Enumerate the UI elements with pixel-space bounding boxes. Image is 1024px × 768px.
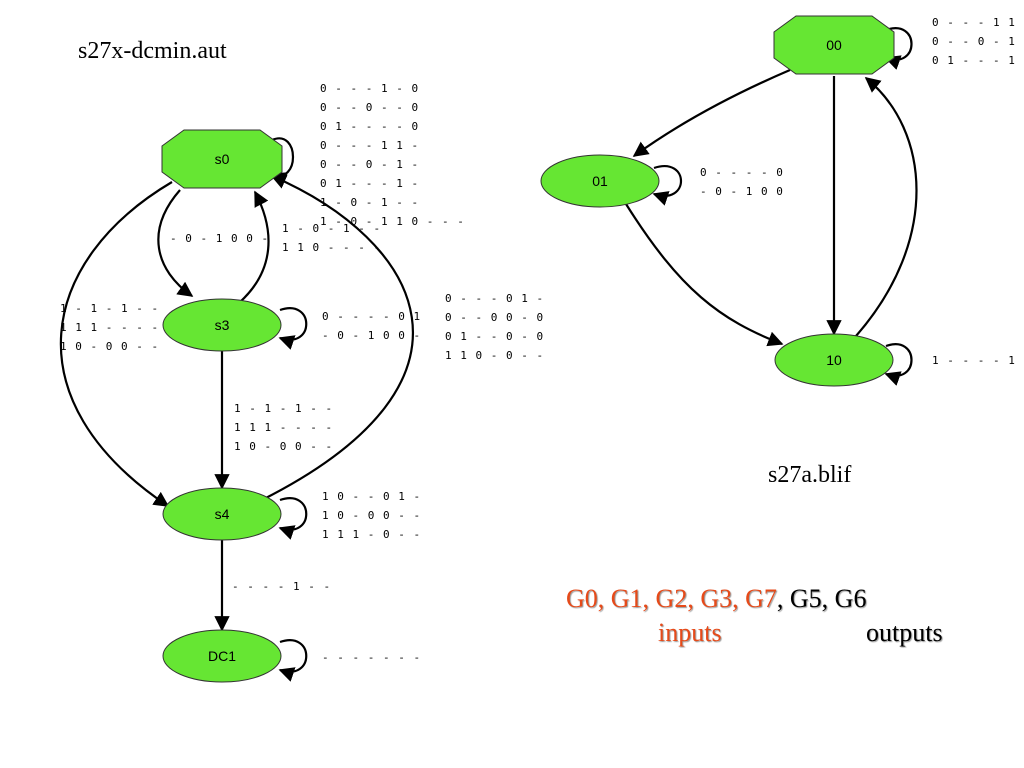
edge-s4-s0	[261, 174, 414, 501]
node-dc1-label: DC1	[208, 648, 236, 664]
edge-00-self	[884, 27, 913, 70]
label-s4-s0: 0 - - - 0 1 - 0 - - 0 0 - 0 0 1 - - 0 - 0 1…	[445, 292, 544, 362]
label-01-self-line: - 0 - 1 0 0	[700, 185, 784, 198]
label-s3-s0-line: 1 1 0 - - - -	[282, 241, 381, 254]
label-s0-s3-line: - 0 - 1 0 0 -	[170, 232, 269, 245]
label-s4-s0-line: 0 - - 0 0 - 0	[445, 311, 544, 324]
label-s4-s0-line: 0 1 - - 0 - 0	[445, 330, 544, 343]
label-00-self-line: 0 1 - - - 1	[932, 54, 1016, 67]
legend-outputs-list: G5, G6	[789, 584, 867, 613]
legend-separator: ,	[776, 584, 784, 613]
node-s3-label: s3	[215, 317, 230, 333]
label-s4-dc1-line: - - - - 1 - -	[232, 580, 331, 593]
edge-s3-self	[278, 307, 308, 350]
edge-s3-s0	[239, 190, 270, 303]
label-s3-self: 0 - - - - 0 1 - 0 - 1 0 0 -	[322, 310, 421, 342]
label-01-self-line: 0 - - - - 0	[700, 166, 784, 179]
edge-s0-s3	[157, 189, 194, 297]
node-00: 00	[773, 15, 895, 75]
label-s0-self: 0 - - - 1 - 0 0 - - 0 - - 0 0 1 - - - - 0 0…	[320, 82, 465, 228]
label-s0-s4-line: 1 - 1 - 1 - -	[60, 302, 159, 315]
label-s3-self-line: - 0 - 1 0 0 -	[322, 329, 421, 342]
label-01-self: 0 - - - - 0 - 0 - 1 0 0	[700, 166, 784, 198]
label-s3-self-line: 0 - - - - 0 1	[322, 310, 421, 323]
label-s3-s4-line: 1 1 1 - - - -	[234, 421, 333, 434]
edge-s4-self	[278, 497, 308, 540]
label-s0-self-line: 0 - - - 1 1 -	[320, 139, 419, 152]
label-s0-self-line: 0 - - 0 - 1 -	[320, 158, 419, 171]
label-s0-self-line: 1 - 0 - 1 - -	[320, 196, 419, 209]
node-00-label: 00	[826, 37, 842, 53]
legend-inputs-label-wrap: inputs	[658, 618, 722, 648]
label-00-self-line: 0 - - - 1 1	[932, 16, 1016, 29]
label-s0-self-line: 0 - - - 1 - 0	[320, 82, 419, 95]
left-diagram-title: s27x-dcmin.aut	[78, 38, 227, 64]
label-s0-self-line: 0 1 - - - - 0	[320, 120, 419, 133]
label-s0-s4-line: 1 1 1 - - - -	[60, 321, 159, 334]
legend-inputs-list: G0, G1, G2, G3, G7	[566, 584, 777, 613]
label-s0-s4: 1 - 1 - 1 - - 1 1 1 - - - - 1 0 - 0 0 - -	[60, 302, 159, 353]
label-s4-s0-line: 0 - - - 0 1 -	[445, 292, 544, 305]
label-s4-s0-line: 1 1 0 - 0 - -	[445, 349, 544, 362]
label-s3-s4-line: 1 0 - 0 0 - -	[234, 440, 333, 453]
node-s4: s4	[162, 487, 282, 541]
node-s3: s3	[162, 298, 282, 352]
legend-signals-row: G0, G1, G2, G3, G7, G5, G6	[566, 584, 866, 614]
label-10-self: 1 - - - - 1	[932, 354, 1016, 367]
node-01-label: 01	[592, 173, 608, 189]
label-s4-self-line: 1 1 1 - 0 - -	[322, 528, 421, 541]
label-s0-s4-line: 1 0 - 0 0 - -	[60, 340, 159, 353]
label-s0-self-line: 0 1 - - - 1 -	[320, 177, 419, 190]
label-s4-dc1: - - - - 1 - -	[232, 580, 331, 593]
label-s3-s4: 1 - 1 - 1 - - 1 1 1 - - - - 1 0 - 0 0 - -	[234, 402, 333, 453]
label-s0-self-line: 0 - - 0 - - 0	[320, 101, 419, 114]
edge-dc1-self	[278, 639, 308, 682]
label-s3-s0-line: 1 - 0 - 1 - -	[282, 222, 381, 235]
label-s4-self-line: 1 0 - - 0 1 -	[322, 490, 421, 503]
node-10: 10	[774, 333, 894, 387]
edge-10-self	[884, 343, 913, 386]
node-s0-label: s0	[215, 151, 230, 167]
right-diagram-title: s27a.blif	[768, 462, 851, 488]
legend-outputs-label: outputs	[866, 618, 943, 647]
label-00-self-line: 0 - - 0 - 1	[932, 35, 1016, 48]
label-s4-self: 1 0 - - 0 1 - 1 0 - 0 0 - - 1 1 1 - 0 - -	[322, 490, 421, 541]
edge-s0-s4	[59, 181, 173, 507]
label-s0-self-line: 1 - 0 - 1 1 0 - - -	[320, 215, 465, 228]
node-s4-label: s4	[215, 506, 230, 522]
edge-01-self	[652, 165, 683, 206]
label-10-self-line: 1 - - - - 1	[932, 354, 1016, 367]
label-s0-s3: - 0 - 1 0 0 -	[170, 232, 269, 245]
label-s3-s0: 1 - 0 - 1 - - 1 1 0 - - - -	[282, 222, 381, 254]
node-01: 01	[540, 154, 660, 208]
label-s4-self-line: 1 0 - 0 0 - -	[322, 509, 421, 522]
label-s3-s4-line: 1 - 1 - 1 - -	[234, 402, 333, 415]
legend-outputs-label-wrap: outputs	[866, 618, 943, 648]
label-dc1-self-line: - - - - - - -	[322, 651, 421, 664]
label-dc1-self: - - - - - - -	[322, 651, 421, 664]
node-10-label: 10	[826, 352, 842, 368]
legend-inputs-label: inputs	[658, 618, 722, 647]
edge-10-00	[855, 77, 918, 337]
node-s0: s0	[161, 129, 283, 189]
node-dc1: DC1	[162, 629, 282, 683]
label-00-self: 0 - - - 1 1 0 - - 0 - 1 0 1 - - - 1	[932, 16, 1016, 67]
edge-01-10	[625, 203, 784, 347]
edge-00-01	[632, 68, 791, 157]
